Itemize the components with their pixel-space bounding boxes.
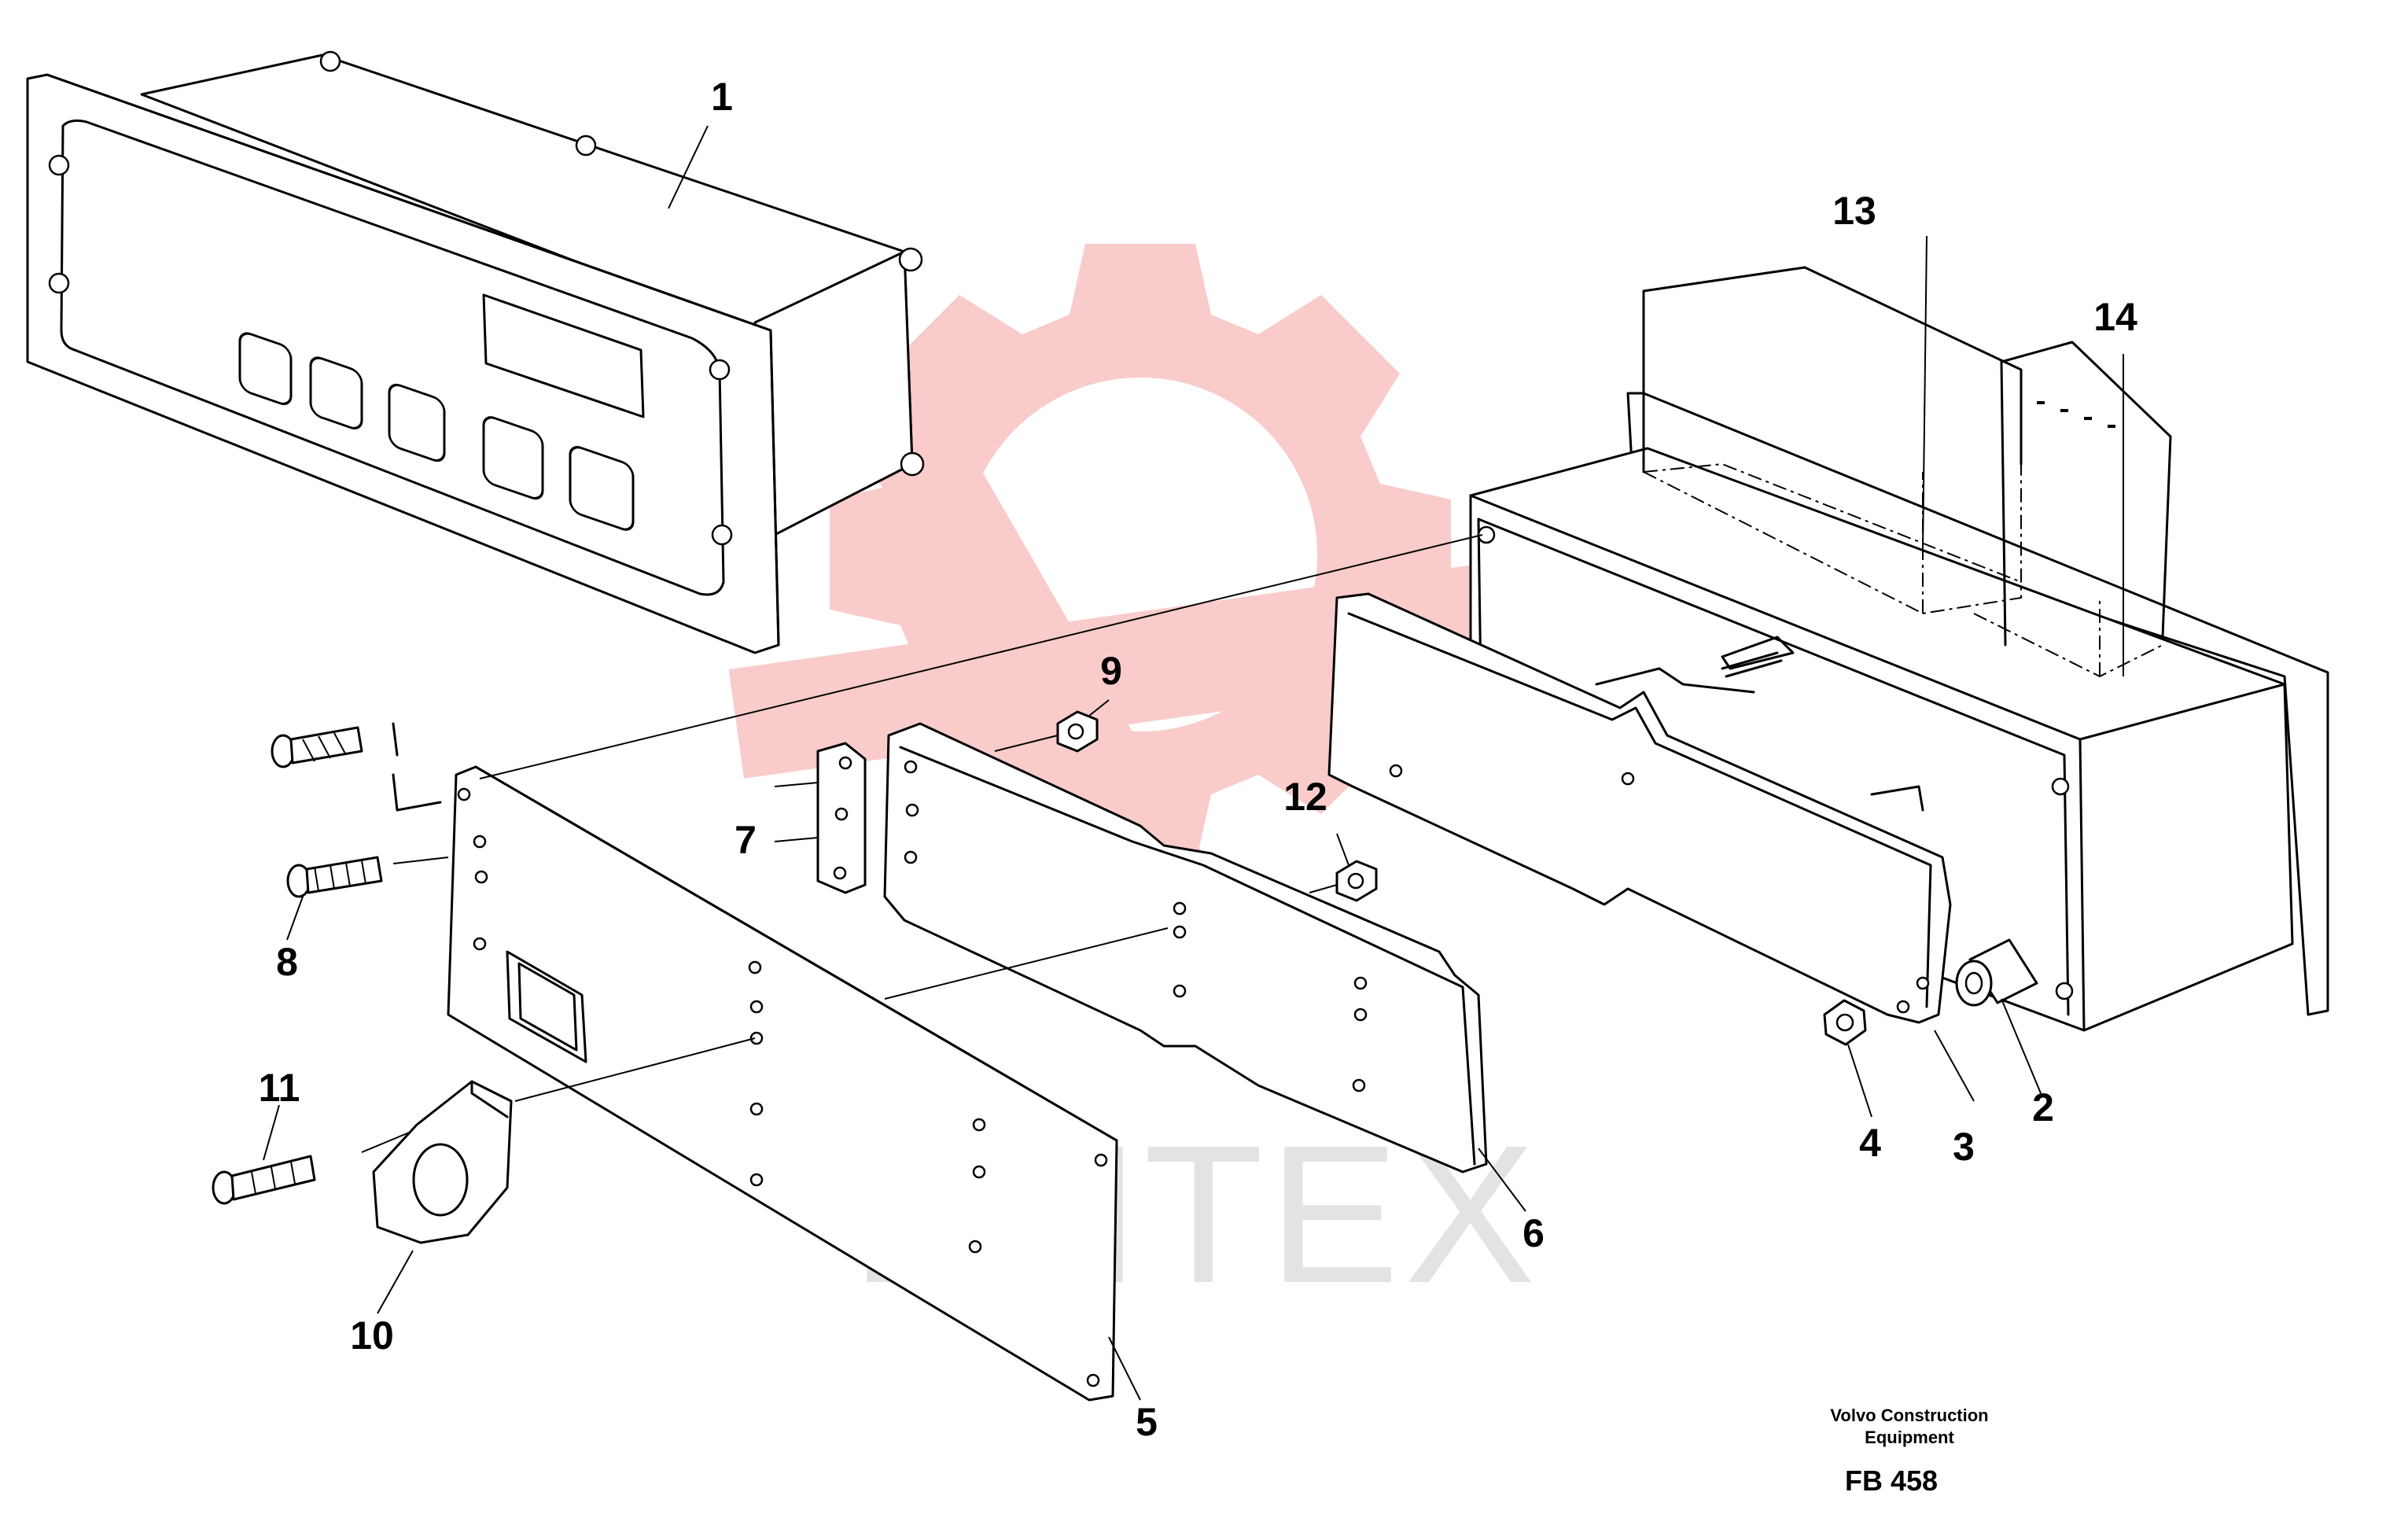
callout-4: 4 (1859, 1121, 1881, 1165)
callout-8: 8 (276, 940, 298, 984)
callout-2: 2 (2032, 1085, 2054, 1129)
top-screw (271, 722, 442, 812)
callout-14: 14 (2093, 295, 2137, 339)
part-5-front-plate (447, 765, 1141, 1402)
part-12-nut (1309, 833, 1378, 902)
part-2-spacer (1955, 938, 2042, 1094)
manufacturer-line-1: Volvo Construction (1830, 1406, 1988, 1425)
part-9-nut (994, 699, 1110, 753)
callout-7: 7 (735, 818, 757, 862)
part-11-screw (212, 1104, 316, 1205)
callout-9: 9 (1100, 649, 1122, 693)
watermark-gear-logo (728, 244, 1757, 966)
callout-13: 13 (1832, 189, 1876, 233)
part-7-strip (774, 742, 867, 894)
part-3-circuit-board (1327, 592, 1975, 1102)
callout-10: 10 (350, 1313, 394, 1358)
part-6-board (883, 722, 1526, 1212)
part-8-screw (286, 856, 449, 941)
part-1-display-unit (26, 50, 925, 654)
callout-5: 5 (1136, 1400, 1158, 1444)
callout-12: 12 (1283, 775, 1327, 819)
callout-6: 6 (1522, 1211, 1545, 1255)
callout-1: 1 (711, 75, 733, 119)
manufacturer-line-2: Equipment (1865, 1428, 1954, 1447)
assembly-lines (479, 534, 1483, 1102)
callout-11: 11 (259, 1066, 300, 1110)
housing-assembly (1469, 235, 2329, 1032)
part-4-nut (1823, 999, 1872, 1118)
part-10-bracket (361, 1080, 513, 1314)
callout-3: 3 (1953, 1125, 1975, 1169)
drawing-code: FB 458 (1845, 1465, 1938, 1497)
